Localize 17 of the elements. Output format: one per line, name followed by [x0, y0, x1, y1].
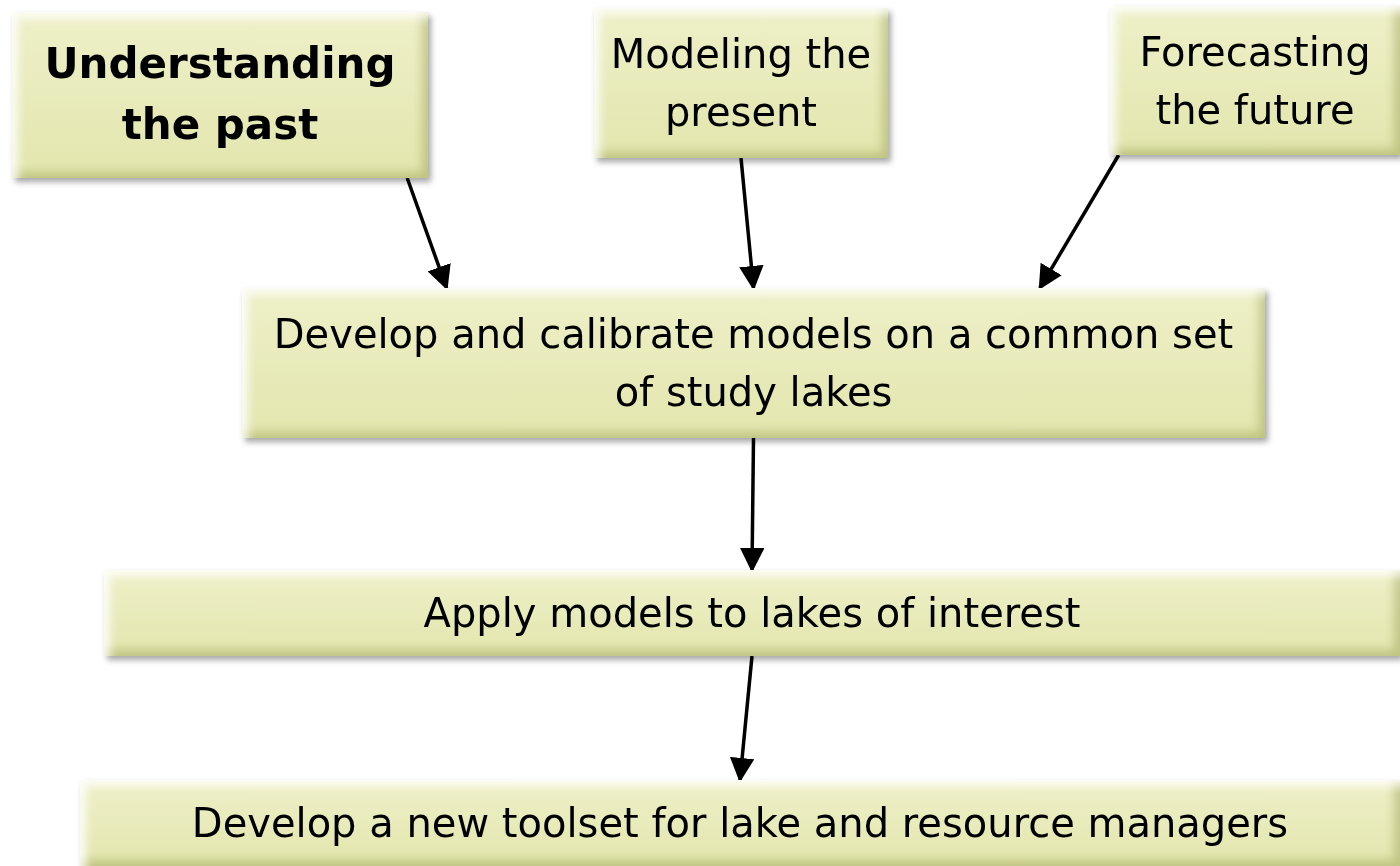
box-label: Develop and calibrate models on a common set of study lakes [272, 310, 1235, 417]
process-box [242, 288, 1265, 438]
arrow [739, 157, 764, 291]
process-box [80, 780, 1400, 866]
arrow [740, 438, 765, 573]
box-label: Understanding the past [43, 38, 397, 151]
process-box [1110, 6, 1400, 155]
arrow [729, 655, 755, 783]
box-label: Apply models to lakes of interest [423, 589, 1081, 638]
process-box [594, 8, 888, 158]
box-label: Modeling the present [609, 30, 873, 137]
process-box [104, 570, 1400, 656]
box-label: Develop a new toolset for lake and resource managers [191, 799, 1289, 848]
arrow [1038, 154, 1121, 291]
process-box [12, 12, 428, 178]
arrow [405, 177, 451, 291]
box-label: Forecasting the future [1138, 27, 1372, 135]
